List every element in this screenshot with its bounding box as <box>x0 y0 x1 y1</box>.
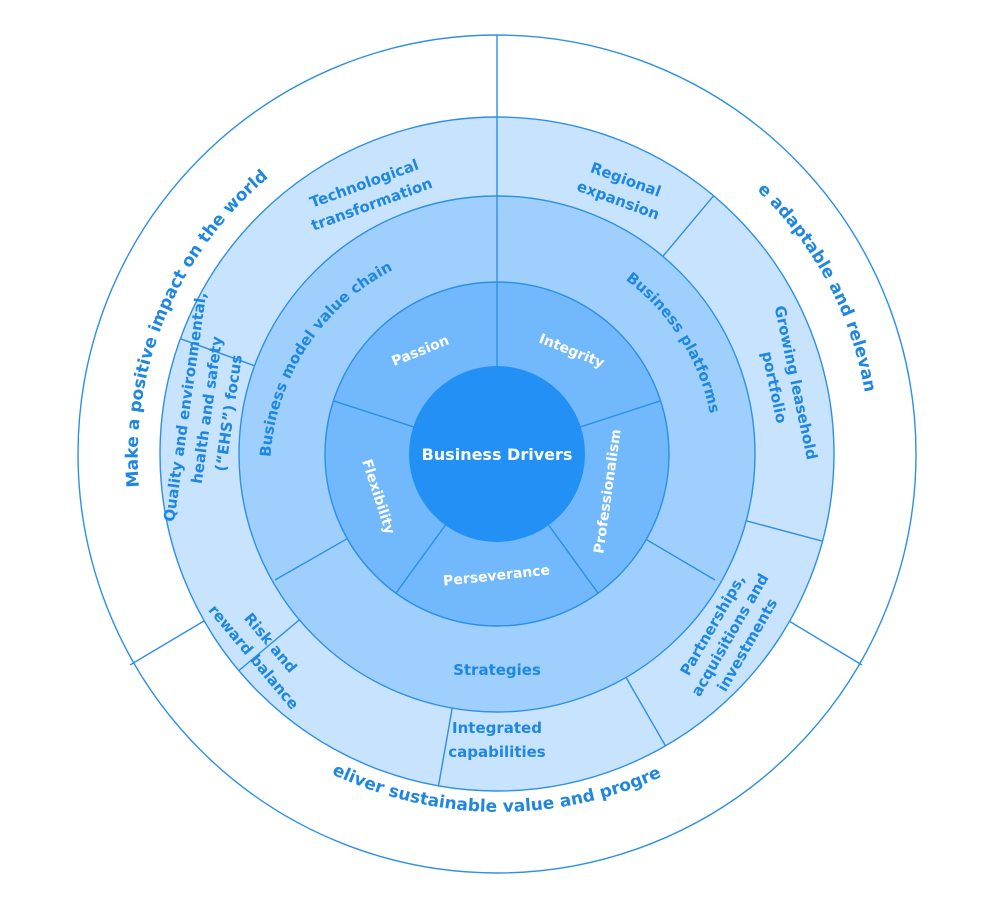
values-divider-4 <box>395 524 446 594</box>
strategies-divider-7 <box>180 338 255 367</box>
outer-divider-left <box>129 614 215 666</box>
pillar-label-strategies: Strategies <box>453 661 541 679</box>
values-divider-2 <box>580 400 661 428</box>
outer-divider-right <box>778 614 863 666</box>
strategies-divider-4 <box>625 677 667 747</box>
strategies-divider-2 <box>662 195 715 257</box>
strategies-divider-6 <box>238 619 300 672</box>
center-label: Business Drivers <box>422 445 573 464</box>
strategies-divider-3 <box>746 520 823 542</box>
center-circle <box>409 366 585 542</box>
strategy-label-4: Partnerships,acquisitions andinvestments <box>670 560 790 709</box>
values-divider-3 <box>548 524 599 594</box>
values-divider-5 <box>333 400 414 428</box>
strategies-divider-5 <box>437 707 453 787</box>
center-hub: Business Drivers <box>409 366 585 542</box>
